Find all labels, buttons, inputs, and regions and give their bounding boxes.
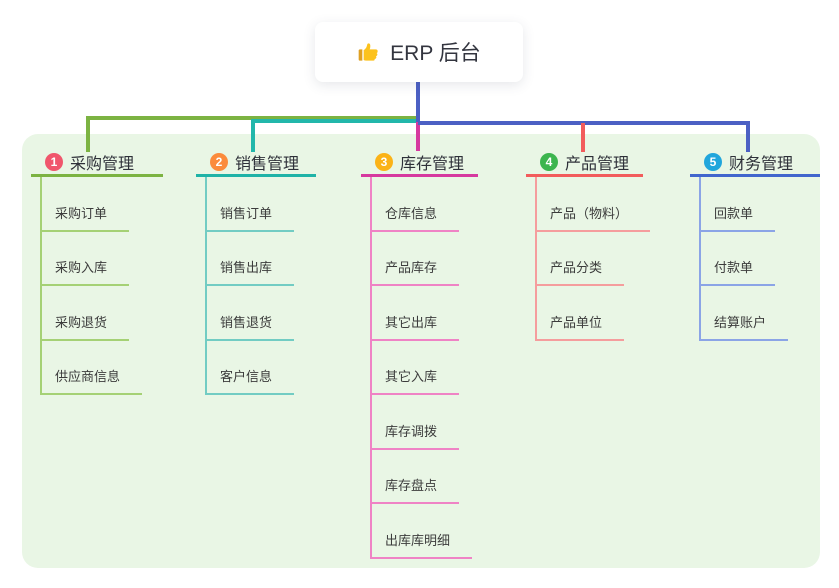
branch-child-line [205, 177, 207, 395]
node-label: 销售订单 [220, 205, 273, 221]
node-label: 付款单 [714, 260, 754, 275]
branch-purchase: 1 采购管理 采购订单 采购入库 采购退货 供应商信息 [31, 150, 163, 395]
node-item[interactable]: 出库库明细 [370, 504, 473, 559]
node-label: 出库库明细 [385, 532, 451, 548]
node-label: 产品分类 [550, 260, 603, 275]
node-label: 采购退货 [55, 314, 108, 330]
connector-branch-1-drop [86, 116, 90, 152]
node-item[interactable]: 客户信息 [205, 341, 295, 395]
node-label: 产品（物料） [550, 205, 629, 221]
branch-sales: 2 销售管理 销售订单 销售出库 销售退货 客户信息 [196, 150, 316, 395]
node-label: 采购订单 [55, 205, 108, 221]
branch-title-inventory[interactable]: 3 库存管理 [361, 150, 478, 177]
node-item[interactable]: 产品分类 [535, 232, 625, 286]
node-label: 其它出库 [385, 314, 438, 330]
branch-title-label: 销售管理 [235, 156, 300, 173]
node-item[interactable]: 销售订单 [205, 177, 295, 232]
branch-inventory: 3 库存管理 仓库信息 产品库存 其它出库 其它入库 库存调拨 库存盘点 出库库… [361, 150, 478, 559]
branch-finance: 5 财务管理 回款单 付款单 结算账户 [690, 150, 820, 341]
node-label: 销售退货 [220, 314, 273, 330]
connector-branch-4-drop [581, 123, 585, 152]
node-item[interactable]: 采购退货 [40, 286, 130, 341]
node-item[interactable]: 产品库存 [370, 232, 460, 286]
node-label: 销售出库 [220, 260, 273, 275]
node-label: 产品库存 [385, 260, 438, 275]
node-label: 回款单 [714, 205, 754, 221]
node-label: 库存调拨 [385, 423, 438, 439]
thumbs-up-icon [357, 40, 381, 64]
connector-branch-1 [86, 116, 420, 120]
root-node[interactable]: ERP 后台 [315, 22, 523, 82]
branch-title-sales[interactable]: 2 销售管理 [196, 150, 316, 177]
branch-child-line [699, 177, 701, 340]
node-label: 其它入库 [385, 369, 438, 384]
node-label: 结算账户 [714, 314, 767, 330]
branches-background-panel [22, 134, 820, 568]
node-item[interactable]: 销售出库 [205, 232, 295, 286]
root-title: ERP 后台 [390, 42, 481, 65]
branch-child-line [535, 177, 537, 340]
node-item[interactable]: 回款单 [699, 177, 776, 232]
node-item[interactable]: 采购订单 [40, 177, 130, 232]
branch-number-badge: 4 [540, 153, 558, 171]
node-label: 仓库信息 [385, 205, 438, 221]
root-stem-line [416, 82, 420, 122]
node-item[interactable]: 其它出库 [370, 286, 460, 341]
branch-child-line [370, 177, 372, 558]
node-item[interactable]: 结算账户 [699, 286, 789, 341]
branch-title-purchase[interactable]: 1 采购管理 [31, 150, 163, 177]
branch-number-badge: 2 [210, 153, 228, 171]
branch-title-label: 产品管理 [565, 156, 630, 173]
node-item[interactable]: 付款单 [699, 232, 776, 286]
branch-title-finance[interactable]: 5 财务管理 [690, 150, 820, 177]
node-item[interactable]: 库存盘点 [370, 450, 460, 504]
branch-child-line [40, 177, 42, 395]
node-item[interactable]: 销售退货 [205, 286, 295, 341]
connector-branch-3-drop [416, 118, 420, 151]
branch-number-badge: 1 [45, 153, 63, 171]
node-label: 客户信息 [220, 369, 273, 384]
branch-title-product[interactable]: 4 产品管理 [526, 150, 643, 177]
branch-number-badge: 3 [375, 153, 393, 171]
node-item[interactable]: 仓库信息 [370, 177, 460, 232]
branch-product: 4 产品管理 产品（物料） 产品分类 产品单位 [526, 150, 651, 341]
node-label: 产品单位 [550, 314, 603, 330]
branch-number-badge: 5 [704, 153, 722, 171]
node-item[interactable]: 采购入库 [40, 232, 130, 286]
connector-branch-2-drop [251, 119, 255, 152]
node-label: 库存盘点 [385, 478, 438, 493]
branch-title-label: 财务管理 [729, 156, 794, 173]
node-item[interactable]: 产品单位 [535, 286, 625, 341]
node-item[interactable]: 库存调拨 [370, 395, 460, 450]
node-label: 供应商信息 [55, 369, 121, 384]
node-item[interactable]: 其它入库 [370, 341, 460, 395]
connector-branch-5-drop [746, 121, 750, 152]
node-item[interactable]: 供应商信息 [40, 341, 143, 395]
branch-title-label: 采购管理 [70, 156, 135, 173]
node-label: 采购入库 [55, 260, 108, 275]
branch-title-label: 库存管理 [400, 156, 465, 173]
connector-branch-2 [251, 119, 420, 123]
node-item[interactable]: 产品（物料） [535, 177, 651, 232]
